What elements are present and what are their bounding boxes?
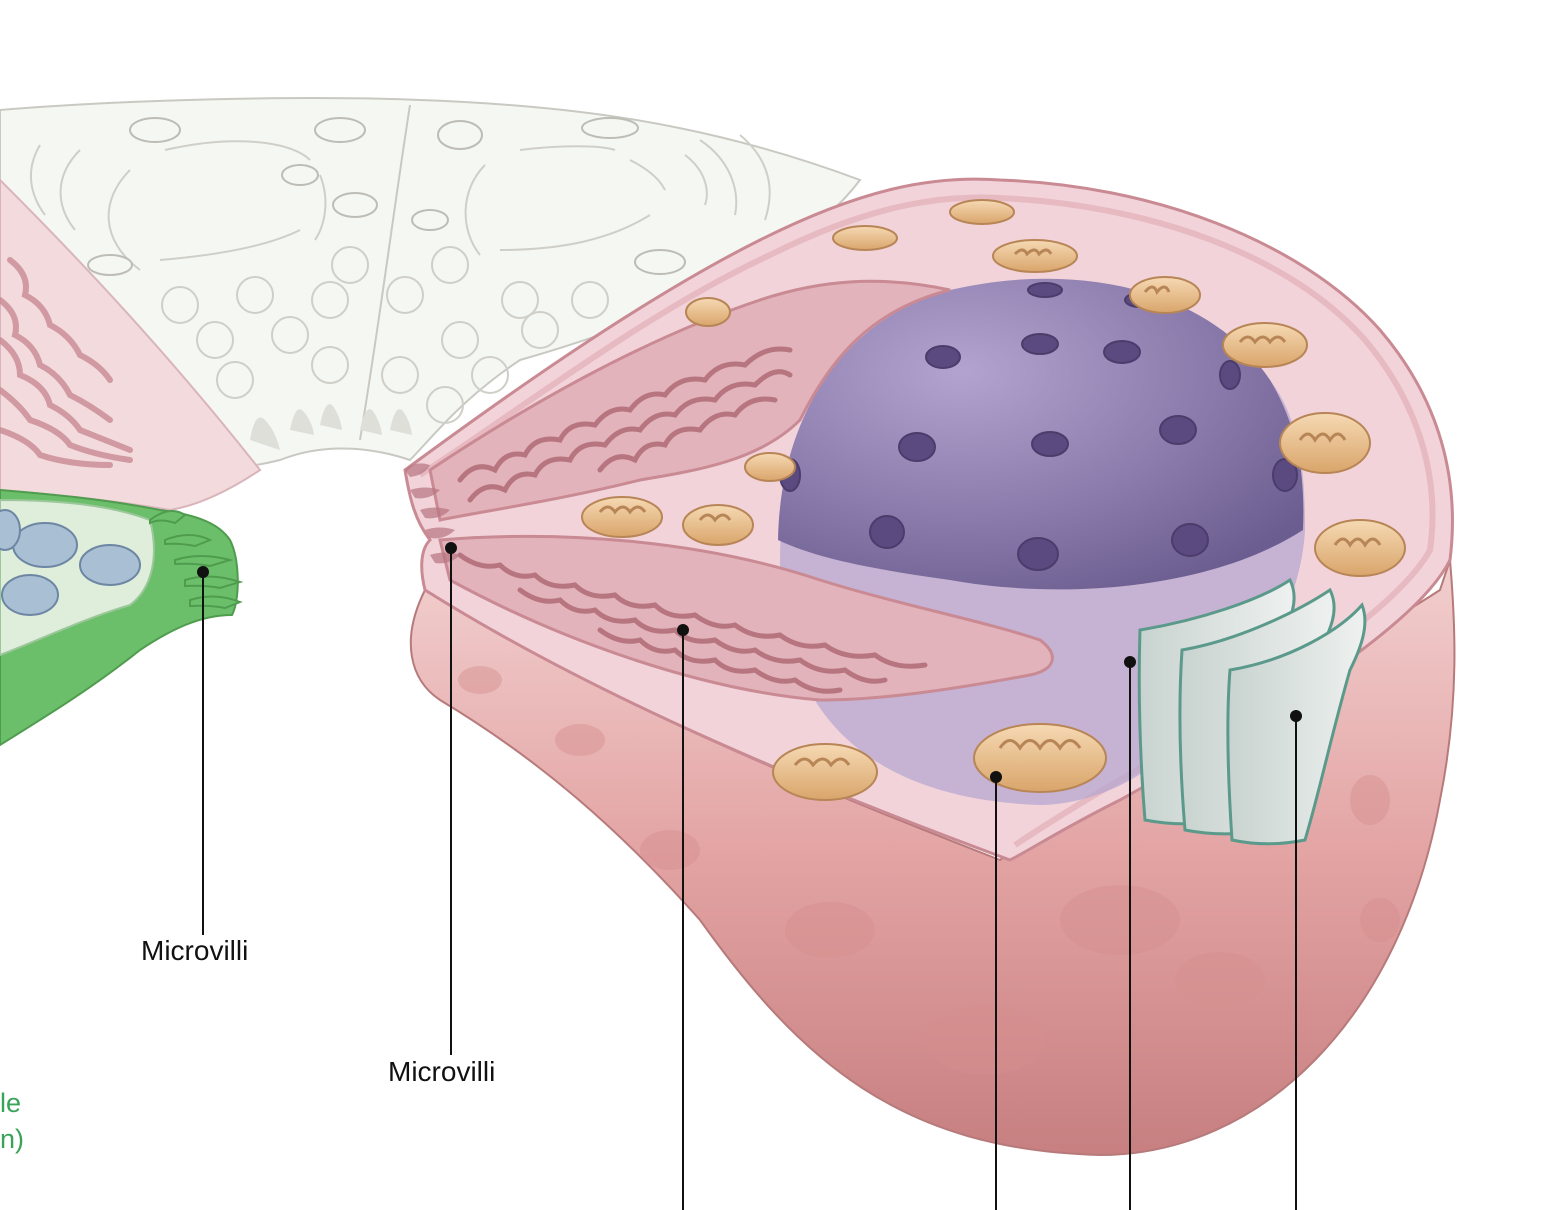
surface-bumps <box>458 666 1400 1075</box>
leader-lines <box>197 542 1302 1210</box>
label-partial-line1: le <box>0 1088 22 1118</box>
endoplasmic-reticulum <box>405 279 1054 702</box>
green-cell-vesicles <box>0 509 141 616</box>
green-cell <box>0 488 244 747</box>
label-partial-line2: n) <box>0 1124 25 1154</box>
label-microvilli-left: Microvilli <box>141 935 249 966</box>
mitochondria-cristae <box>598 248 1382 768</box>
left-pink-cell <box>0 178 262 512</box>
mitochondria <box>581 199 1406 801</box>
faded-neighbor-cells <box>0 97 862 472</box>
label-microvilli-center: Microvilli <box>388 1056 496 1087</box>
golgi-apparatus <box>1137 577 1367 846</box>
